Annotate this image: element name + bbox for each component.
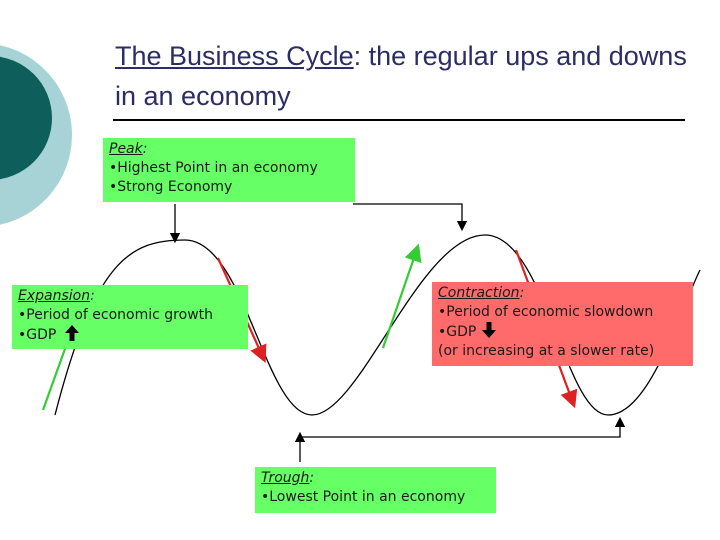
contraction-bullet-1: •Period of economic slowdown — [438, 304, 654, 320]
trough-box: Trough: •Lowest Point in an economy — [255, 467, 496, 513]
title-underlined: The Business Cycle — [115, 41, 354, 71]
peak-box: Peak: •Highest Point in an economy •Stro… — [103, 138, 355, 202]
contraction-box: Contraction: •Period of economic slowdow… — [432, 282, 693, 366]
trough-bullet-1: •Lowest Point in an economy — [261, 489, 466, 505]
economy-wave — [54, 234, 701, 416]
slide-title: The Business Cycle: the regular ups and … — [115, 36, 695, 116]
peak-bullet-1: •Highest Point in an economy — [109, 160, 318, 176]
decorative-circles — [0, 45, 72, 225]
expansion-arrow-2 — [381, 243, 422, 349]
expansion-bullet-2: •GDP — [18, 325, 242, 345]
expansion-bullet-1: •Period of economic growth — [18, 307, 214, 323]
expansion-heading: Expansion: — [18, 288, 95, 304]
gdp-down-arrow-icon — [481, 322, 496, 338]
gdp-up-arrow-icon — [64, 325, 79, 341]
peak-bullet-2: •Strong Economy — [109, 179, 233, 195]
peak-heading: Peak: — [109, 141, 148, 157]
dark-circle — [0, 56, 52, 180]
title-divider — [113, 119, 685, 121]
contraction-bullet-2: •GDP — [438, 322, 687, 342]
contraction-note: (or increasing at a slower rate) — [438, 343, 655, 359]
peak-arrow-right — [353, 203, 468, 232]
expansion-box: Expansion: •Period of economic growth •G… — [12, 285, 248, 349]
title-rest: : the regular ups and downs in an econom… — [115, 41, 687, 111]
trough-heading: Trough: — [261, 470, 315, 486]
trough-arrow-right — [300, 416, 626, 438]
contraction-heading: Contraction: — [438, 285, 525, 301]
